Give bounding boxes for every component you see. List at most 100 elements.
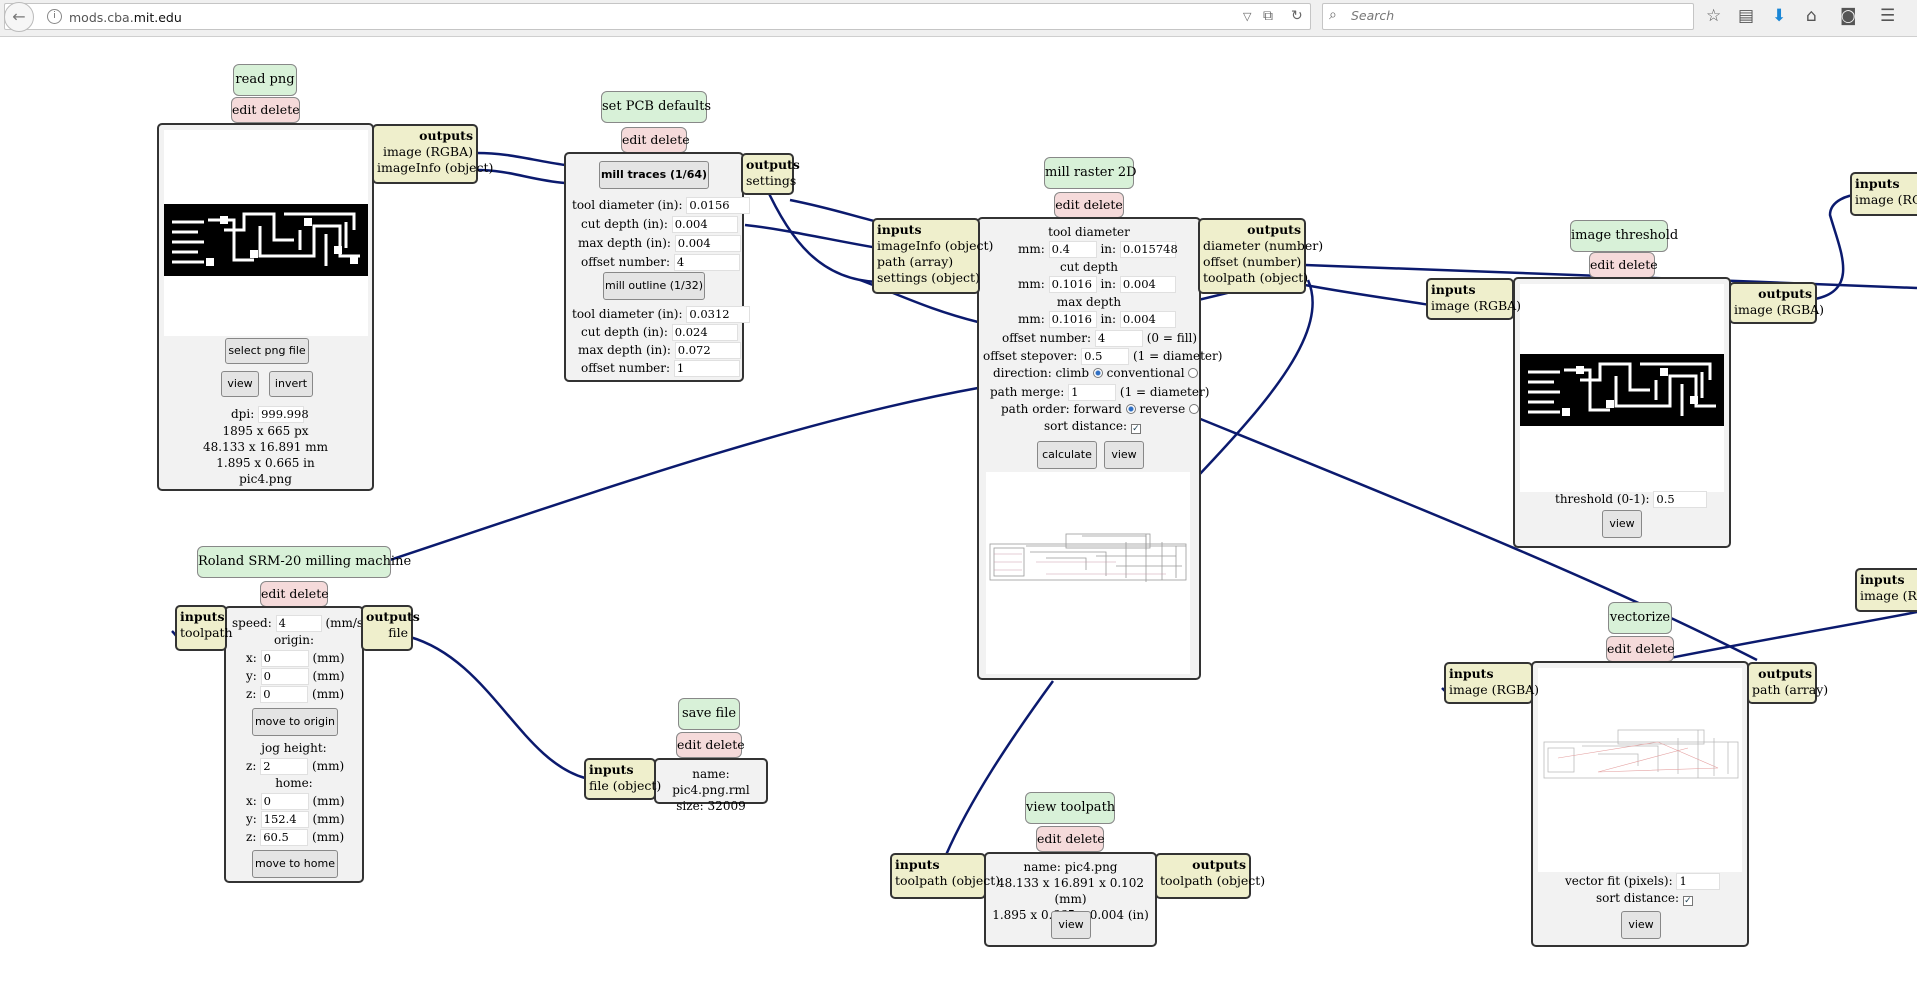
trace-max-depth-input[interactable]: 0.004 [674, 235, 741, 252]
mill-raster-inputs[interactable]: inputs imageInfo (object) path (array) s… [872, 218, 994, 294]
info-icon[interactable]: i [47, 9, 62, 24]
vectorize-edit-delete[interactable]: edit delete [1606, 636, 1675, 662]
outline-max-depth-input[interactable]: 0.072 [674, 342, 741, 359]
save-file-title[interactable]: save file [678, 698, 740, 730]
path-merge-input[interactable]: 1 [1068, 384, 1117, 401]
save-file-edit-delete[interactable]: edit delete [676, 732, 745, 758]
climb-radio[interactable] [1092, 368, 1103, 378]
speed-input[interactable]: 4 [275, 615, 322, 632]
input-image[interactable]: image (RGI [1860, 588, 1917, 603]
origin-y-input[interactable]: 0 [260, 668, 309, 685]
input-image[interactable]: image (RGBA) [1431, 298, 1522, 313]
reverse-radio[interactable] [1189, 404, 1199, 414]
origin-z-input[interactable]: 0 [260, 686, 309, 703]
pcb-defaults-edit-delete[interactable]: edit delete [621, 127, 690, 153]
output-offset[interactable]: offset (number) [1203, 254, 1302, 269]
mill-raster-edit-delete[interactable]: edit delete [1054, 192, 1124, 218]
input-image[interactable]: image (RGBA) [1449, 682, 1540, 697]
max-depth-mm-input[interactable]: 0.1016 [1048, 311, 1097, 328]
read-png-edit-delete[interactable]: edit delete [231, 97, 300, 123]
home-x-input[interactable]: 0 [260, 793, 309, 810]
reload-icon[interactable]: ↻ [1291, 8, 1303, 24]
output-settings[interactable]: settings [746, 173, 797, 188]
output-imageinfo[interactable]: imageInfo (object) [377, 160, 494, 175]
pcb-defaults-outputs[interactable]: outputs settings [741, 153, 800, 195]
trace-offset-number-input[interactable]: 4 [673, 254, 740, 271]
back-button[interactable]: ← [4, 2, 34, 32]
output-toolpath[interactable]: toolpath (object) [1160, 873, 1266, 888]
vectorize-view-button[interactable]: view [1621, 911, 1661, 939]
mill-raster-title[interactable]: mill raster 2D [1044, 157, 1137, 189]
view-toolpath-title[interactable]: view toolpath [1025, 792, 1115, 824]
mill-raster-view-button[interactable]: view [1104, 441, 1144, 469]
pocket-icon[interactable]: ◙ [1840, 6, 1857, 26]
view-toolpath-inputs[interactable]: inputs toolpath (object) [890, 853, 1001, 899]
bookmarks-list-icon[interactable]: ▤ [1738, 6, 1755, 26]
offscreen-module-inputs-bottom[interactable]: inputs image (RGI [1855, 568, 1917, 612]
conventional-radio[interactable] [1188, 368, 1199, 378]
roland-outputs[interactable]: outputs file [361, 605, 420, 651]
url-text[interactable]: mods.cba.mit.edu [69, 10, 182, 25]
vectorize-inputs[interactable]: inputs image (RGBA) [1444, 662, 1540, 704]
offset-number-input[interactable]: 4 [1094, 330, 1143, 347]
read-png-outputs[interactable]: outputs image (RGBA) imageInfo (object) [372, 124, 494, 184]
menu-icon[interactable]: ☰ [1880, 6, 1896, 26]
cut-depth-mm-input[interactable]: 0.1016 [1048, 276, 1097, 293]
jog-height-input[interactable]: 2 [260, 758, 309, 775]
threshold-view-button[interactable]: view [1602, 510, 1642, 538]
input-toolpath[interactable]: toolpath (object) [895, 873, 1001, 888]
max-depth-in-input[interactable]: 0.004 [1119, 311, 1176, 328]
trace-cut-depth-input[interactable]: 0.004 [671, 216, 738, 233]
vectorize-outputs[interactable]: outputs path (array) [1747, 662, 1829, 704]
outline-offset-number-input[interactable]: 1 [673, 360, 740, 377]
view-toolpath-edit-delete[interactable]: edit delete [1036, 826, 1105, 852]
mill-raster-outputs[interactable]: outputs diameter (number) offset (number… [1198, 218, 1324, 294]
dropdown-arrow-icon[interactable]: ▽ [1243, 10, 1252, 23]
home-y-input[interactable]: 152.4 [260, 811, 309, 828]
origin-x-input[interactable]: 0 [260, 650, 309, 667]
output-toolpath[interactable]: toolpath (object) [1203, 270, 1309, 285]
threshold-outputs[interactable]: outputs image (RGBA) [1729, 282, 1824, 324]
input-file[interactable]: file (object) [589, 778, 662, 793]
roland-inputs[interactable]: inputs toolpath [175, 605, 233, 651]
output-image[interactable]: image (RGBA) [382, 144, 473, 159]
forward-radio[interactable] [1125, 404, 1136, 414]
dpi-input[interactable]: 999.998 [258, 406, 309, 423]
search-box[interactable]: ⌕ [1322, 3, 1694, 30]
view-toolpath-view-button[interactable]: view [1051, 911, 1091, 939]
calculate-button[interactable]: calculate [1037, 441, 1097, 469]
input-image[interactable]: image (RGB [1855, 192, 1917, 207]
home-icon[interactable]: ⌂ [1806, 6, 1817, 26]
output-diameter[interactable]: diameter (number) [1203, 238, 1324, 253]
vectorize-title[interactable]: vectorize [1608, 602, 1672, 634]
roland-title[interactable]: Roland SRM-20 milling machine [197, 546, 411, 578]
offscreen-module-inputs-top[interactable]: inputs image (RGB [1850, 172, 1917, 216]
mill-outline-button[interactable]: mill outline (1/32) [603, 272, 705, 300]
outline-cut-depth-input[interactable]: 0.024 [671, 324, 738, 341]
output-path[interactable]: path (array) [1752, 682, 1829, 697]
threshold-inputs[interactable]: inputs image (RGBA) [1426, 278, 1522, 320]
bookmark-star-icon[interactable]: ☆ [1706, 6, 1722, 26]
move-to-home-button[interactable]: move to home [252, 850, 338, 878]
input-toolpath[interactable]: toolpath [180, 625, 233, 640]
downloads-icon[interactable]: ⬇ [1772, 6, 1787, 26]
outline-tool-diameter-input[interactable]: 0.0312 [686, 306, 751, 323]
sort-distance-checkbox[interactable]: ✓ [1130, 424, 1141, 434]
cut-depth-in-input[interactable]: 0.004 [1119, 276, 1176, 293]
search-input[interactable] [1349, 7, 1683, 24]
invert-button[interactable]: invert [269, 371, 313, 397]
input-imageinfo[interactable]: imageInfo (object) [877, 238, 994, 253]
pcb-defaults-title[interactable]: set PCB defaults [601, 91, 711, 123]
offset-stepover-input[interactable]: 0.5 [1081, 348, 1130, 365]
home-z-input[interactable]: 60.5 [260, 829, 309, 846]
read-png-title[interactable]: read png [233, 64, 297, 96]
tool-diameter-mm-input[interactable]: 0.4 [1048, 241, 1097, 258]
select-png-file-button[interactable]: select png file [225, 338, 309, 364]
read-png-view-button[interactable]: view [221, 371, 259, 397]
move-to-origin-button[interactable]: move to origin [252, 708, 338, 736]
vector-sort-checkbox[interactable]: ✓ [1682, 896, 1693, 906]
mill-traces-button[interactable]: mill traces (1/64) [599, 161, 709, 189]
save-file-inputs[interactable]: inputs file (object) [584, 758, 662, 800]
address-bar[interactable]: i mods.cba.mit.edu ▽ ⧉ ↻ [4, 3, 1311, 30]
output-file[interactable]: file [388, 625, 408, 640]
